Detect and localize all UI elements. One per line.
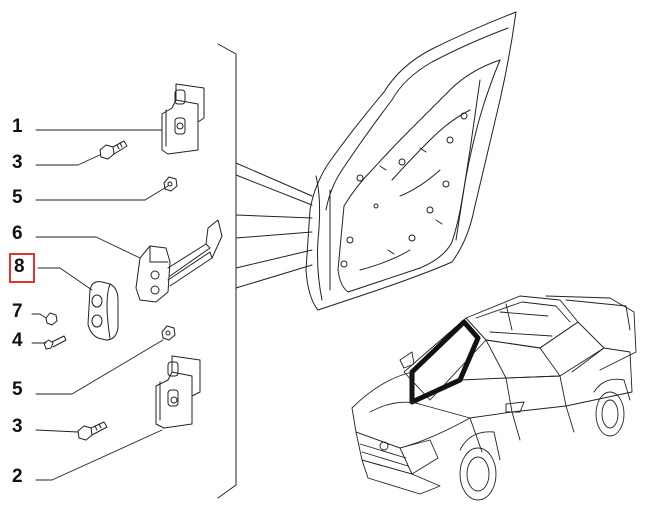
callout-4[interactable]: 4 <box>12 330 23 351</box>
highlighted-door-window <box>409 319 481 405</box>
hinge-nut-icon <box>163 176 178 192</box>
callout-3-upper[interactable]: 3 <box>12 152 23 173</box>
door-check-bracket-icon <box>87 281 119 341</box>
small-nut-icon <box>45 312 58 326</box>
grouping-bracket <box>217 43 313 499</box>
pickup-truck-icon <box>351 295 637 501</box>
callout-1[interactable]: 1 <box>12 116 23 137</box>
hinge-bolt-lower-icon <box>77 421 108 441</box>
callout-7[interactable]: 7 <box>12 301 23 322</box>
door-check-strap-icon <box>135 219 223 303</box>
callout-6[interactable]: 6 <box>12 223 23 244</box>
hinge-bolt-icon <box>99 140 128 160</box>
hinge-nut-lower-icon <box>161 325 176 341</box>
callout-5-lower[interactable]: 5 <box>12 379 23 400</box>
lower-door-hinge-icon <box>155 355 201 429</box>
callout-5-upper[interactable]: 5 <box>12 187 23 208</box>
callout-2[interactable]: 2 <box>12 466 23 487</box>
front-door-shell-icon <box>305 11 517 311</box>
leader-lines <box>31 129 169 481</box>
callout-8-selected[interactable]: 8 <box>9 253 35 283</box>
upper-door-hinge-icon <box>161 83 205 155</box>
callout-3-lower[interactable]: 3 <box>12 416 23 437</box>
small-screw-icon <box>43 335 67 350</box>
